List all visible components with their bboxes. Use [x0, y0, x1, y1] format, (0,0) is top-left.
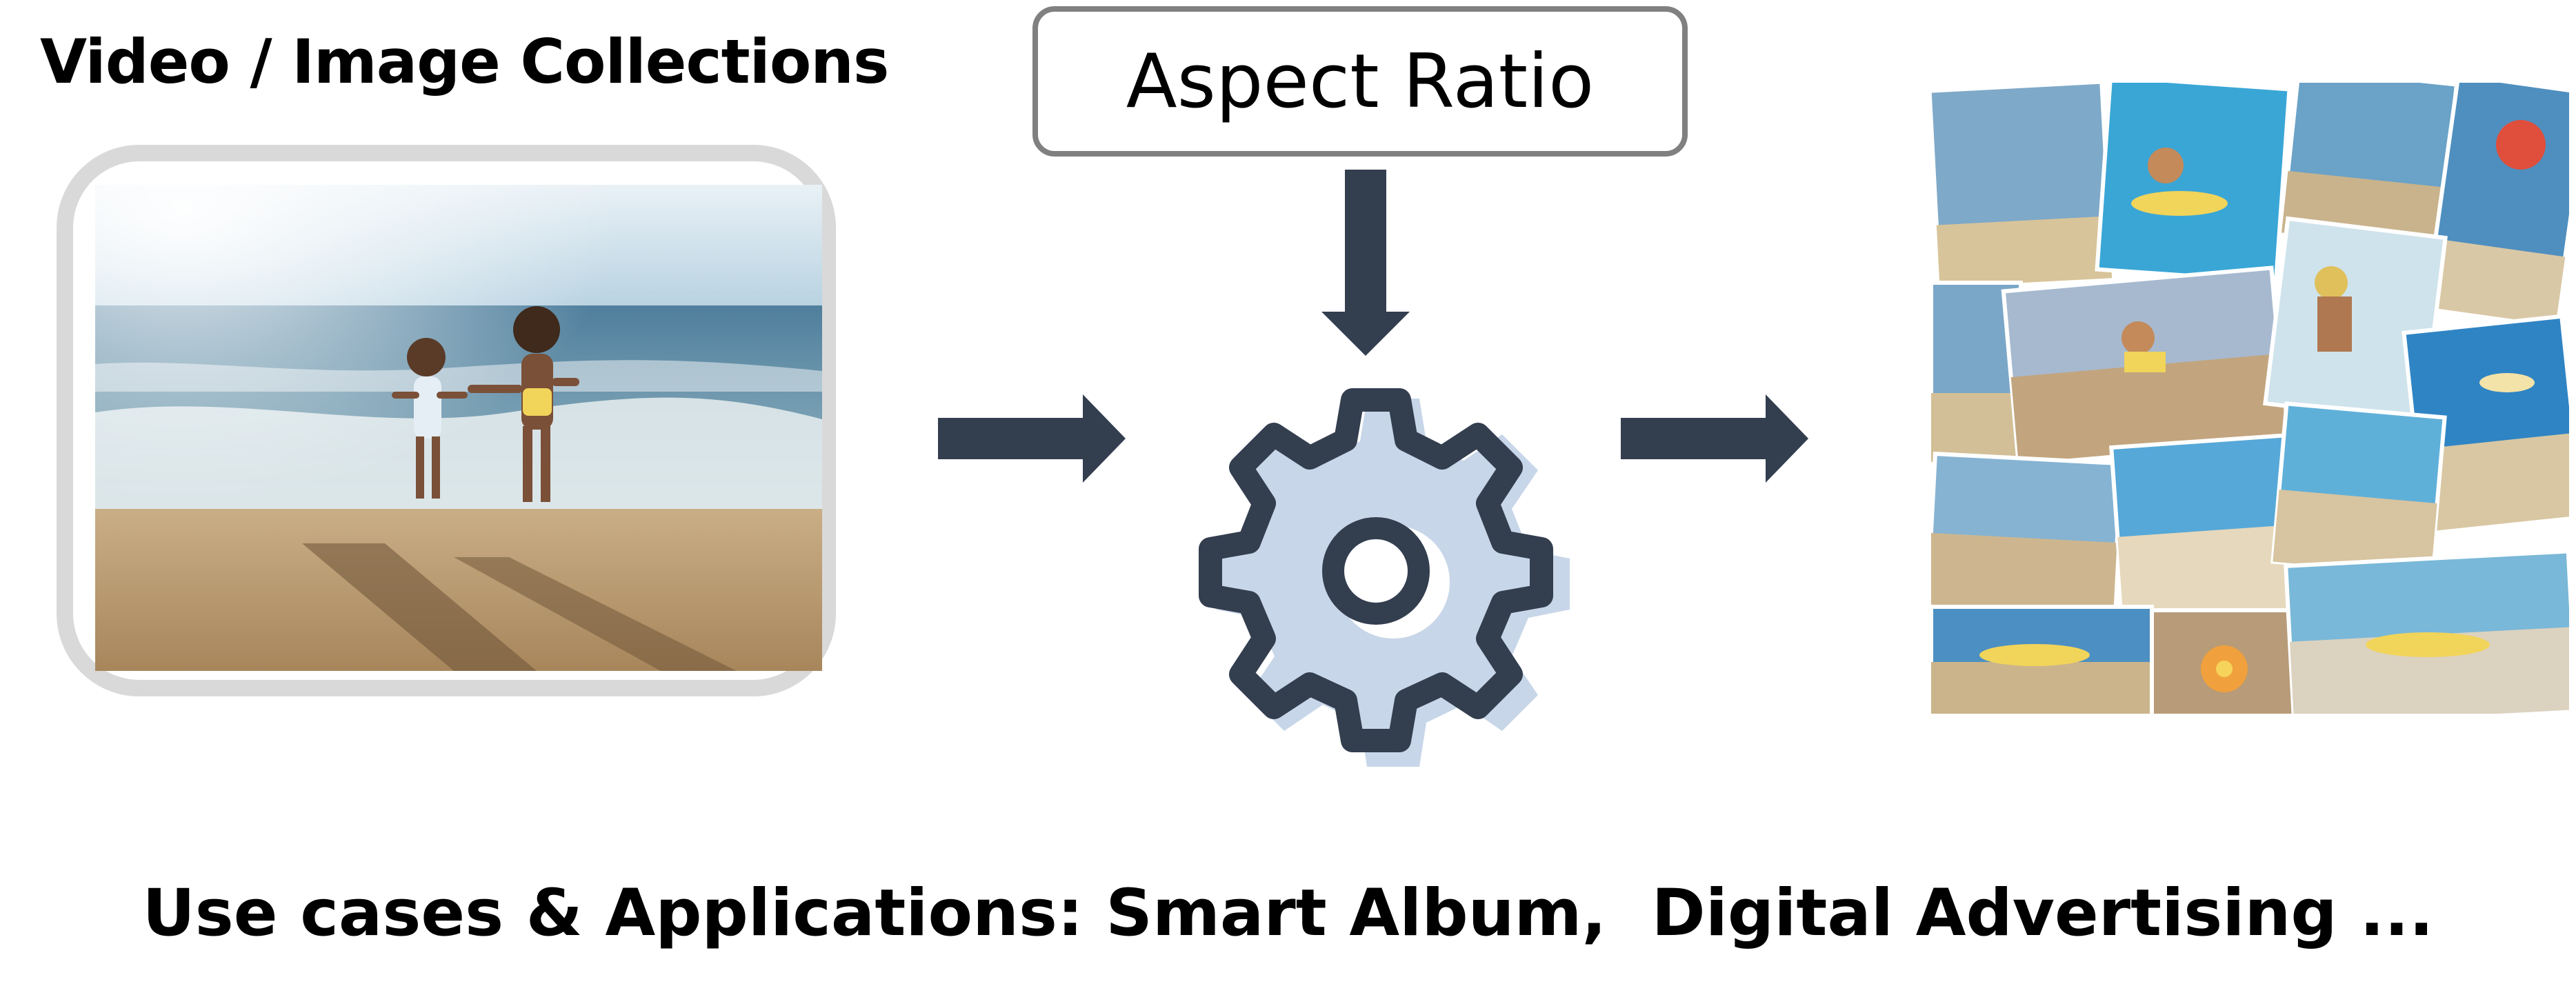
- collage-photo: [2284, 549, 2569, 714]
- collage-photo: [2109, 433, 2298, 629]
- collage-photo: [1931, 605, 2154, 714]
- collage-photo: [2095, 83, 2292, 284]
- use-cases-caption: Use cases & Applications: Smart Album, D…: [142, 876, 2434, 951]
- gear-icon: [1199, 388, 1553, 752]
- aspect-ratio-label: Aspect Ratio: [1126, 38, 1595, 125]
- collage-photo: [2423, 83, 2569, 328]
- collage-photo: [2270, 401, 2447, 578]
- source-beach-photo: [95, 185, 822, 671]
- collage-photo: [1931, 83, 2115, 290]
- title: Video / Image Collections: [40, 26, 889, 97]
- output-photo-collage: [1931, 83, 2569, 714]
- collage-photo: [2402, 314, 2569, 534]
- arrow-down-icon: [1321, 170, 1410, 356]
- collage-illustration: [1931, 83, 2569, 714]
- collage-photo: [2001, 265, 2289, 465]
- arrow-right-icon: [1621, 394, 1808, 483]
- collage-photo: [1931, 451, 2124, 618]
- beach-photo-illustration: [95, 185, 822, 671]
- collage-photo: [2263, 216, 2448, 425]
- arrow-right-icon: [938, 394, 1126, 483]
- collage-photo: [2150, 608, 2299, 714]
- aspect-ratio-box: Aspect Ratio: [1032, 6, 1688, 157]
